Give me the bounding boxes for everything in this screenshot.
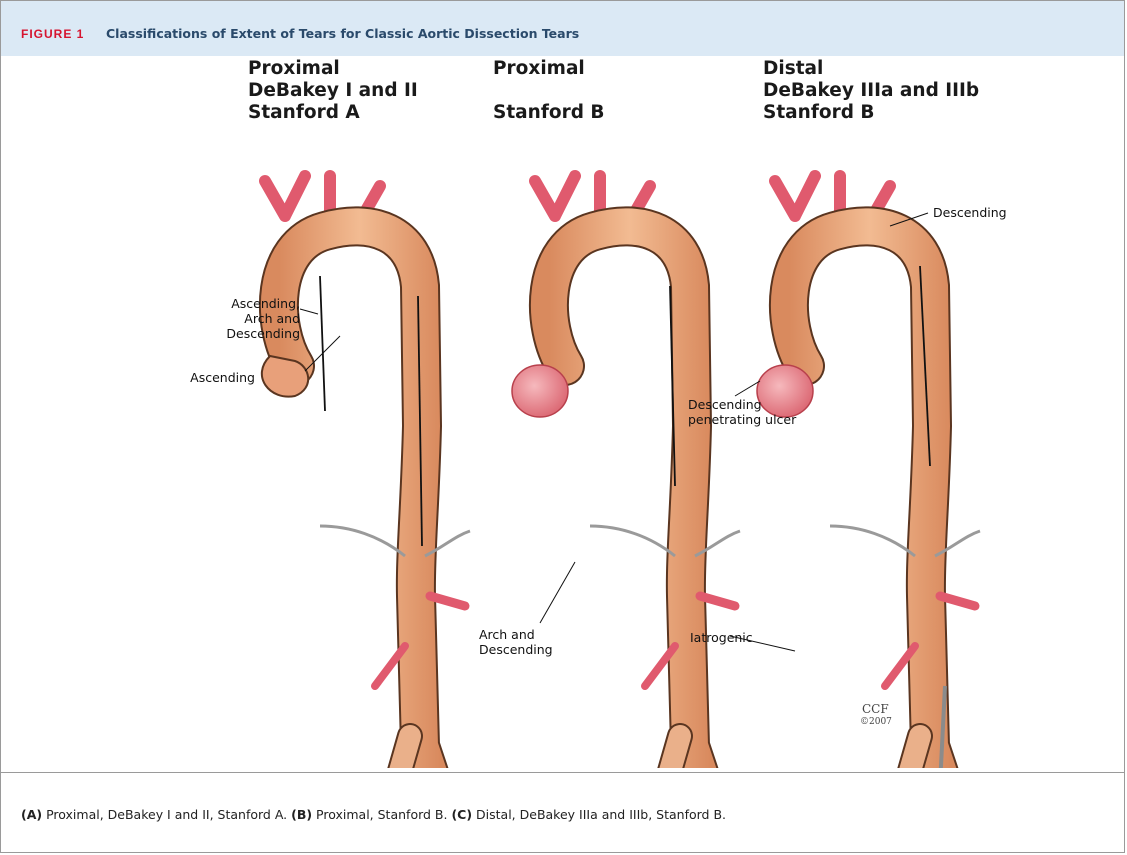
aortic-dissection-illustration: Proximal DeBakey I and II Stanford A Pro… [200,56,1100,768]
panel-a-aorta [262,176,470,768]
label-arch-and-descending: Arch and Descending [479,627,553,657]
panel-a-title-2: DeBakey I and II [248,80,418,102]
panel-b-aorta [512,176,740,768]
caption-b-text: Proximal, Stanford B. [312,807,451,822]
caption-c-label: (C) [451,807,472,822]
panel-b-title-3: Stanford B [493,102,605,124]
panel-c-title-1: Distal [763,58,823,80]
label-ascending-arch-descending: Ascending, Arch and Descending [158,296,300,341]
label-descending-penetrating-ulcer: Descending penetrating ulcer [688,397,796,427]
figure-label: FIGURE 1 [21,27,84,41]
ccf-year: ©2007 [860,717,892,728]
label-ascending: Ascending [173,370,255,385]
label-descending: Descending [933,205,1007,220]
panel-a-title-3: Stanford A [248,102,360,124]
panel-c-aorta [740,176,980,768]
caption-b-label: (B) [291,807,312,822]
caption-a-text: Proximal, DeBakey I and II, Stanford A. [42,807,291,822]
label-iatrogenic: Iatrogenic [690,630,753,645]
figure-caption: (A) Proximal, DeBakey I and II, Stanford… [21,807,726,822]
caption-c-text: Distal, DeBakey IIIa and IIIb, Stanford … [472,807,726,822]
ccf-mark: CCF [862,704,889,715]
figure-title: Classifications of Extent of Tears for C… [106,26,579,41]
panel-b-title-1: Proximal [493,58,585,80]
aorta-drawings [200,56,1100,768]
panel-c-title-2: DeBakey IIIa and IIIb [763,80,979,102]
heart-b [512,365,568,417]
caption-divider [1,772,1124,773]
panel-c-title-3: Stanford B [763,102,875,124]
caption-a-label: (A) [21,807,42,822]
panel-a-title-1: Proximal [248,58,340,80]
